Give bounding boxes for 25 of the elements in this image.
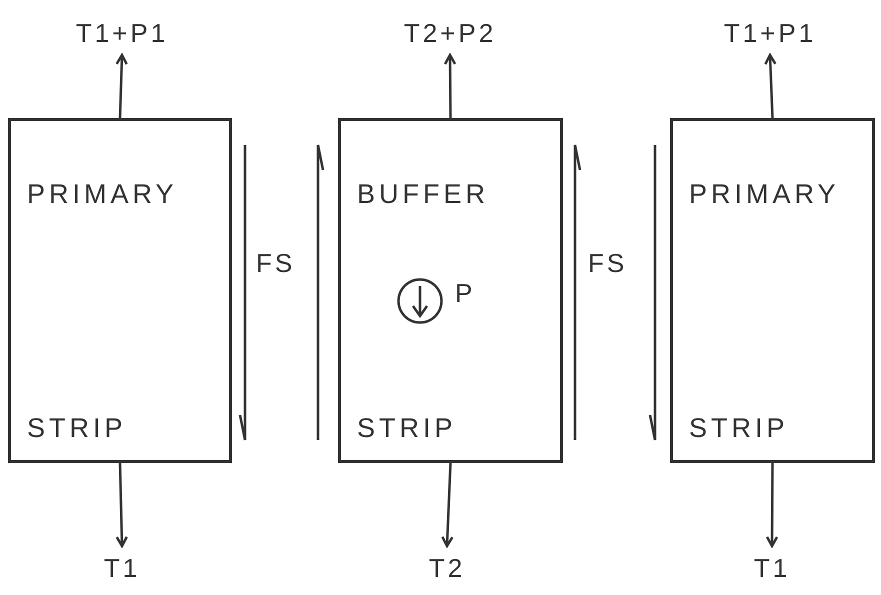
stream-label: T2+P2	[390, 15, 510, 51]
column-box	[670, 118, 875, 463]
column-box	[8, 118, 232, 463]
arrow	[115, 54, 128, 118]
column-label: PRIMARY	[689, 181, 840, 208]
stream-label: T1+P1	[62, 15, 182, 51]
arrow	[116, 462, 128, 548]
stream-label: T1	[90, 550, 154, 586]
column-label: BUFFER	[357, 181, 489, 208]
stream-label: T2	[415, 550, 479, 586]
arrow	[441, 462, 454, 548]
pump-label: P	[455, 280, 476, 306]
column-label: STRIP	[357, 415, 457, 442]
pump-symbol	[397, 278, 443, 324]
arrow	[764, 54, 777, 118]
flow-label: FS	[588, 250, 628, 276]
column-box	[338, 118, 563, 463]
column-label: STRIP	[689, 415, 789, 442]
column-label: STRIP	[27, 415, 127, 442]
stream-label: T1	[740, 550, 804, 586]
flow-label: FS	[256, 250, 296, 276]
arrow	[444, 54, 456, 118]
stream-label: T1+P1	[710, 15, 830, 51]
column-label: PRIMARY	[27, 181, 178, 208]
arrow	[766, 463, 778, 548]
